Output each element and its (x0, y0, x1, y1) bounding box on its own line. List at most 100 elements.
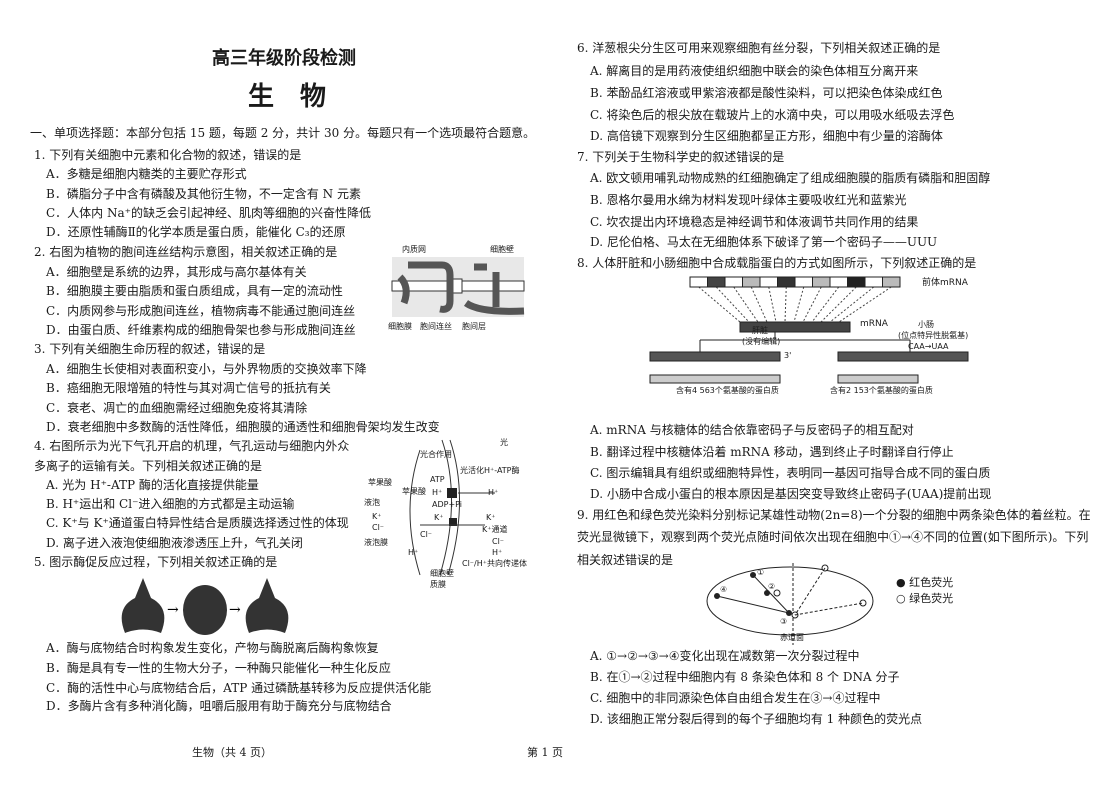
exon-segment (829, 276, 848, 288)
question-stem: 多离子的运输有关。下列相关叙述正确的是 (34, 459, 263, 473)
mrna-diagram (649, 276, 969, 384)
exon-segment (794, 276, 813, 288)
label-middle-lamella: 胞间层 (462, 322, 486, 331)
answer-option: C．人体内 Na⁺的缺乏会引起神经、肌肉等细胞的兴奋性降低 (46, 206, 371, 220)
exon-segment (707, 276, 726, 288)
answer-option: C. 图示编辑具有组织或细胞特异性，表明同一基因可指导合成不同的蛋白质 (590, 466, 991, 480)
label-h2: H⁺ (408, 548, 419, 557)
answer-option: B. 恩格尔曼用水绵为材料发现叶绿体主要吸收红光和蓝紫光 (590, 193, 907, 207)
label-pos4: ④ (720, 585, 728, 594)
question-stem: 6. 洋葱根尖分生区可用来观察细胞有丝分裂，下列相关叙述正确的是 (577, 41, 941, 55)
label-plasmodesma: 胞间连丝 (420, 322, 452, 331)
legend-red-label: 红色荧光 (909, 576, 954, 589)
answer-option: C．内质网参与形成胞间连丝，植物病毒不能通过胞间连丝 (46, 304, 356, 318)
footer-page: 第 1 页 (527, 746, 563, 759)
answer-option: A．多糖是细胞内糖类的主要贮存形式 (46, 167, 247, 181)
splice-line (793, 286, 805, 323)
label-vacuole: 液泡 (364, 498, 380, 507)
splice-line (768, 286, 777, 323)
answer-option: C．衰老、凋亡的血细胞需经过细胞免疫将其清除 (46, 401, 308, 415)
label-h-out: H⁺ (488, 488, 499, 497)
label-cell-wall-4: 细胞壁 (430, 569, 454, 578)
label-mrna: mRNA (860, 319, 888, 329)
answer-option: A. 欧文顿用哺乳动物成熟的红细胞确定了组成细胞膜的脂质有磷脂和胆固醇 (590, 171, 991, 185)
answer-option: B. 在①→②过程中细胞内有 8 条染色体和 8 个 DNA 分子 (590, 670, 900, 684)
subject-title: 生 物 (248, 82, 327, 112)
label-k-channel: K⁺通道 (482, 525, 508, 534)
label-adp: ADP+Pi (432, 500, 463, 509)
label-codon-change: CAA→UAA (908, 342, 949, 351)
answer-option: C．酶的活性中心与底物结合后，ATP 通过磷酰基转移为反应提供活化能 (46, 681, 432, 695)
label-malate-vacuole: 苹果酸 (368, 478, 392, 487)
label-symporter: Cl⁻/H⁺共向传递体 (462, 559, 527, 568)
label-k3: K⁺ (486, 513, 496, 522)
exon-segment (882, 276, 901, 288)
label-intestine: 小肠 (918, 320, 934, 329)
answer-option: D．由蛋白质、纤维素构成的细胞骨架也参与形成胞间连丝 (46, 323, 356, 337)
label-h3: H⁺ (492, 548, 503, 557)
answer-option: A. ①→②→③→④变化出现在减数第一次分裂过程中 (590, 649, 860, 663)
label-pos1-red: ① (757, 568, 765, 577)
label-light: 光 (500, 438, 508, 447)
legend-green-label: 绿色荧光 (909, 592, 954, 605)
exon-segment (689, 276, 708, 288)
splice-line (698, 286, 741, 323)
answer-option: B. 苯酚品红溶液或甲紫溶液都是酸性染料，可以把染色体染成红色 (590, 86, 943, 100)
question-stem: 3. 下列有关细胞生命历程的叙述，错误的是 (34, 342, 266, 356)
label-cl1: Cl⁻ (372, 523, 385, 532)
answer-option: A．细胞生长使相对表面积变小，与外界物质的交换效率下降 (46, 362, 367, 376)
splice-line (750, 286, 768, 323)
exon-segment (847, 276, 866, 288)
cell-diagram (706, 563, 874, 645)
label-cell-wall: 细胞壁 (490, 245, 514, 254)
plasmodesma-diagram (391, 257, 525, 317)
answer-option: B．癌细胞无限增殖的特性与其对凋亡信号的抵抗有关 (46, 381, 331, 395)
answer-option: B. H⁺运出和 Cl⁻进入细胞的方式都是主动运输 (46, 497, 295, 511)
question-stem: 8. 人体肝脏和小肠细胞中合成载脂蛋白的方式如图所示，下列叙述正确的是 (577, 256, 977, 270)
label-malate-cyto: 苹果酸 (402, 487, 426, 496)
question-stem: 7. 下列关于生物科学史的叙述错误的是 (577, 150, 785, 164)
label-pos3: ③ (780, 617, 788, 626)
splice-line (811, 286, 840, 323)
answer-option: A．细胞壁是系统的边界，其形成与高尔基体有关 (46, 265, 307, 279)
arrow-icon: → (229, 602, 241, 618)
splice-line (733, 286, 759, 323)
answer-option: A. 光为 H⁺-ATP 酶的活化直接提供能量 (46, 478, 259, 492)
section-heading: 一、单项选择题：本部分包括 15 题，每题 2 分，共计 30 分。每题只有一个… (30, 126, 536, 140)
label-er: 内质网 (402, 245, 426, 254)
stomata-diagram (409, 439, 495, 576)
label-protein-liver: 含有4 563个氨基酸的蛋白质 (676, 386, 779, 395)
exon-segment (759, 276, 778, 288)
label-plasma-membrane: 质膜 (430, 580, 446, 589)
answer-option: B．酶是具有专一性的生物大分子，一种酶只能催化一种生化反应 (46, 661, 391, 675)
splice-line (784, 286, 787, 323)
footer-left: 生物（共 4 页） (192, 746, 272, 759)
label-liver: 肝脏 (752, 326, 768, 335)
label-liver-note: (没有编辑) (742, 337, 781, 346)
splice-line (829, 286, 875, 323)
answer-option: C. K⁺与 K⁺通道蛋白特异性结合是质膜选择透过性的体现 (46, 516, 349, 530)
splice-line (838, 286, 892, 323)
label-equatorial-plate: 赤道面 (780, 633, 804, 642)
exam-title: 高三年级阶段检测 (212, 48, 356, 69)
answer-option: B．细胞膜主要由脂质和蛋白质组成，具有一定的流动性 (46, 284, 343, 298)
exon-segment (742, 276, 761, 288)
answer-option: D. 尼伦伯格、马太在无细胞体系下破译了第一个密码子——UUU (590, 235, 938, 249)
splice-line (820, 286, 857, 323)
answer-option: C. 细胞中的非同源染色体自由组合发生在③→④过程中 (590, 691, 881, 705)
enzyme-reaction-diagram: → → (121, 578, 289, 635)
answer-option: D. 小肠中合成小蛋白的根本原因是基因突变导致终止密码子(UAA)提前出现 (590, 487, 992, 501)
exon-segment (724, 276, 743, 288)
question-stem: 2. 右图为植物的胞间连丝结构示意图，相关叙述正确的是 (34, 245, 338, 259)
label-pos2: ② (768, 582, 776, 591)
arrow-icon: → (167, 602, 179, 618)
label-cl3: Cl⁻ (492, 537, 505, 546)
answer-option: D．衰老细胞中多数酶的活性降低，细胞膜的通透性和细胞骨架均发生改变 (46, 420, 440, 434)
label-tonoplast: 液泡膜 (364, 538, 388, 547)
answer-option: D．还原性辅酶Ⅱ的化学本质是蛋白质，能催化 C₃的还原 (46, 225, 346, 239)
question-stem: 4. 右图所示为光下气孔开启的机理，气孔运动与细胞内外众 (34, 439, 350, 453)
label-atpase: 光活化H⁺-ATP酶 (460, 466, 520, 475)
answer-option: B．磷脂分子中含有磷酸及其他衍生物，不一定含有 N 元素 (46, 187, 361, 201)
label-atp: ATP (430, 475, 445, 484)
exon-segment (777, 276, 796, 288)
